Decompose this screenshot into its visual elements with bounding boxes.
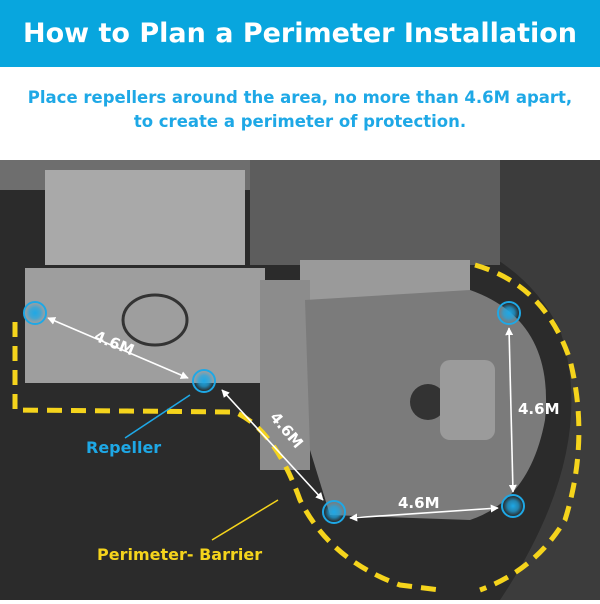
garden-bushes [420,160,600,600]
aerial-photo: 4.6M 4.6M 4.6M 4.6M Repeller Perimeter- … [0,160,600,600]
title-banner: How to Plan a Perimeter Installation [0,0,600,67]
subtitle: Place repellers around the area, no more… [27,88,573,131]
repeller-markers [23,301,525,524]
barrier-label: Perimeter- Barrier [97,545,262,564]
page-title: How to Plan a Perimeter Installation [22,18,578,49]
house-wall [45,170,245,265]
fire-pit [410,384,446,420]
distance-label: 4.6M [398,494,440,512]
distance-arrows [47,317,517,522]
repeller-icon [23,301,47,325]
repeller-pointer [124,394,191,439]
roof-right [250,160,500,265]
barrier-pointer [211,499,279,541]
distance-label: 4.6M [518,400,560,418]
repeller-icon [497,301,521,325]
repeller-icon [192,369,216,393]
repeller-icon [322,500,346,524]
repeller-label: Repeller [86,438,161,457]
deck [25,268,265,383]
repeller-icon [501,494,525,518]
sofa [440,360,495,440]
